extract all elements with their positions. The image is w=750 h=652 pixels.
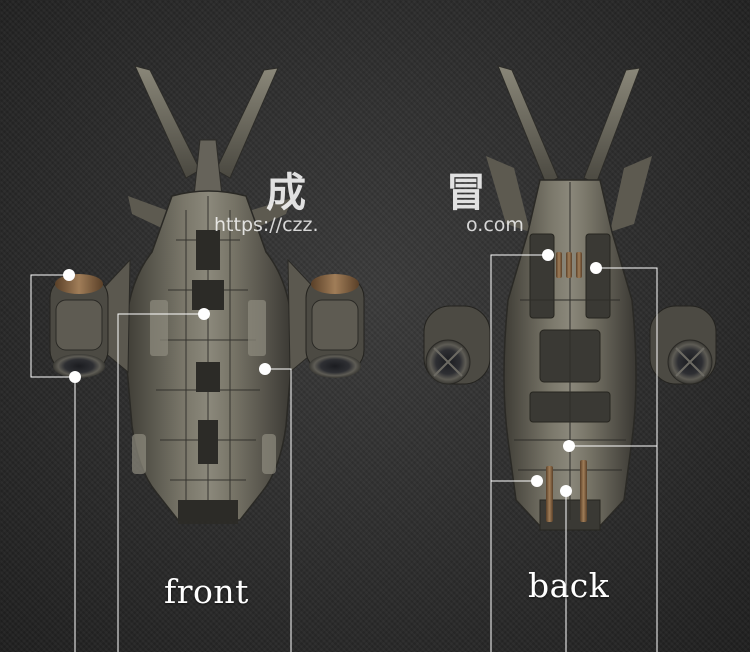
back-label: back xyxy=(528,566,610,605)
watermark-url-left: https://czz. xyxy=(214,214,319,236)
right-engine xyxy=(305,274,365,378)
front-label: front xyxy=(164,572,249,611)
watermark-chinese-left: 成 xyxy=(266,170,306,216)
back-right-engine xyxy=(649,305,717,385)
watermark-chinese-right: 冒 xyxy=(446,170,486,216)
back-model xyxy=(423,65,717,531)
callout-lines xyxy=(30,254,658,652)
watermark-url-right: o.com xyxy=(466,214,524,236)
left-engine xyxy=(49,274,109,378)
front-model xyxy=(49,65,365,524)
callout-dots xyxy=(63,249,602,497)
back-left-engine xyxy=(423,305,491,385)
back-missiles-bottom xyxy=(546,460,587,522)
back-missiles-top xyxy=(556,252,582,278)
